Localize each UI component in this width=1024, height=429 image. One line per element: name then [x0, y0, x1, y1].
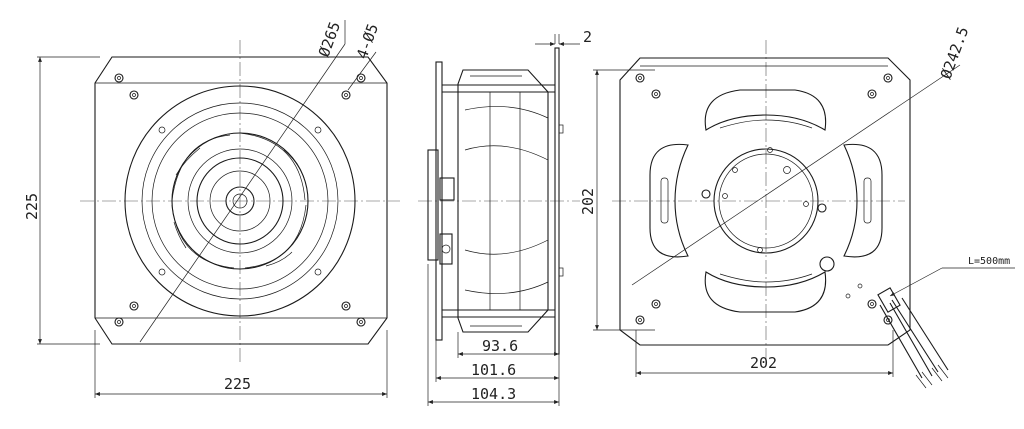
rear-diameter-label: Ø242.5 [937, 24, 972, 81]
front-diameter-label: Ø265 [315, 19, 344, 59]
side-dim2-label: 101.6 [471, 361, 516, 379]
side-dim3-label: 104.3 [471, 385, 516, 403]
front-holes-label: 4-Ø5 [353, 21, 382, 61]
rear-height-label: 202 [579, 188, 597, 215]
impeller-blades [171, 132, 307, 269]
rear-view: Ø242.5 202 202 L=500mm [579, 24, 1015, 389]
side-view: 2 93.6 101.6 104.3 [418, 28, 592, 406]
rear-arc-slots [649, 89, 883, 313]
front-height-label: 225 [23, 193, 41, 220]
rear-cable [877, 287, 949, 389]
front-width-label: 225 [224, 375, 251, 393]
front-mounting-holes [114, 73, 366, 327]
side-flange-label: 2 [583, 28, 592, 46]
front-view: Ø265 4-Ø5 225 225 [23, 19, 400, 398]
rear-cable-label: L=500mm [968, 256, 1010, 267]
side-dim1-label: 93.6 [482, 337, 518, 355]
rear-width-label: 202 [750, 354, 777, 372]
